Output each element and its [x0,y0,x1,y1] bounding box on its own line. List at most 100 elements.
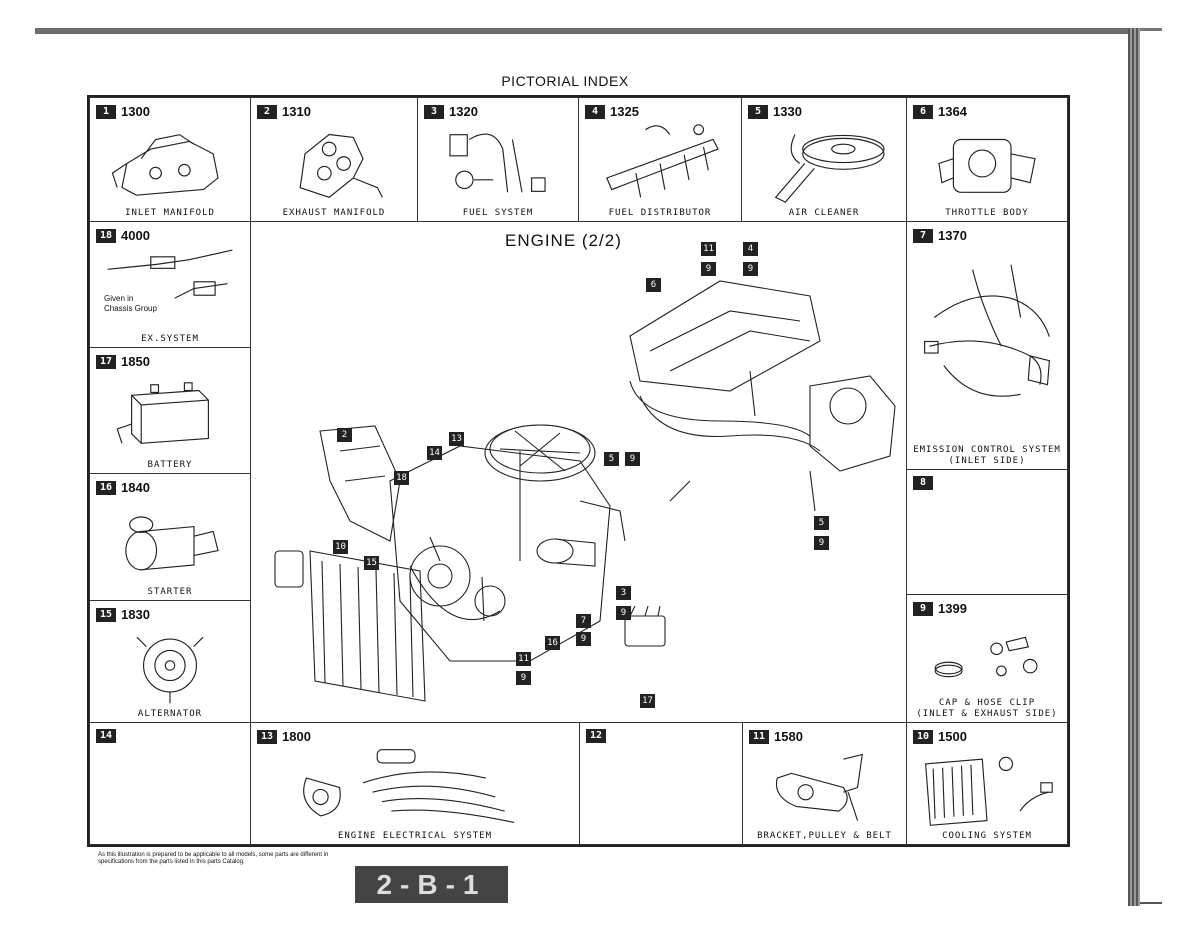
engine-panel: ENGINE (2/2) [250,221,907,723]
callout-badge: 2 [337,428,352,442]
part-code: 1580 [774,729,803,744]
cell-fuel-distributor[interactable]: 4 1325 FUEL DISTRIBUTOR [578,97,742,222]
part-code: 1370 [938,228,967,243]
cell-badge: 5 [748,104,768,119]
footnote: As this illustration is prepared to be a… [98,852,329,865]
cell-badge: 11 [749,729,769,744]
cell-inlet-manifold[interactable]: 1 1300 INLET MANIFOLD [89,97,251,222]
throttle-body-drawing [915,120,1059,207]
cell-caption: INLET MANIFOLD [125,208,215,218]
part-code: 1500 [938,729,967,744]
callout-badge: 9 [516,671,531,685]
cell-12[interactable]: 12 [579,722,743,845]
cell-caption: CAP & HOSE CLIP (INLET & EXHAUST SIDE) [916,698,1058,719]
part-code: 1325 [610,104,639,119]
callout-badge: 13 [449,432,464,446]
cell-badge: 6 [913,104,933,119]
callout-badge: 16 [545,636,560,650]
part-code: 1850 [121,354,150,369]
callout-badge: 9 [625,452,640,466]
callout-badge: 11 [701,242,716,256]
cell-engine-electrical[interactable]: 13 1800 ENGINE ELECTRICAL SYSTEM [250,722,580,845]
callout-badge: 5 [604,452,619,466]
part-code: 1320 [449,104,478,119]
part-code: 1800 [282,729,311,744]
cell-caption: BRACKET,PULLEY & BELT [757,831,892,841]
cell-caption: ALTERNATOR [137,709,203,719]
cell-caption: STARTER [147,587,193,597]
cell-battery[interactable]: 17 1850 BATTERY [89,347,251,474]
callout-badge: 7 [576,614,591,628]
cell-badge: 3 [424,104,444,119]
part-code: 1399 [938,601,967,616]
cell-8[interactable]: 8 [906,469,1068,595]
starter-drawing [98,496,242,586]
cell-caption: EMISSION CONTROL SYSTEM (INLET SIDE) [913,445,1061,466]
cell-caption: FUEL DISTRIBUTOR [608,208,712,218]
cell-caption: COOLING SYSTEM [942,831,1032,841]
engine-panel-title: ENGINE (2/2) [505,231,622,250]
part-code: 1364 [938,104,967,119]
cooling-system-drawing [915,745,1059,830]
engine-assembly-drawing [274,280,896,702]
page-code: 2-B-1 [355,866,508,903]
cell-caption: EXHAUST MANIFOLD [282,208,386,218]
cell-caption: BATTERY [147,460,193,470]
cell-alternator[interactable]: 15 1830 ALTERNATOR [89,600,251,723]
emission-control-drawing [915,244,1059,439]
callout-badge: 9 [701,262,716,276]
top-scan-border [35,28,1140,34]
callout-badge: 9 [576,632,591,646]
air-cleaner-drawing [750,120,898,207]
callout-badge: 9 [814,536,829,550]
callout-badge: 17 [640,694,655,708]
cell-badge: 18 [96,228,116,243]
cell-badge: 1 [96,104,116,119]
callout-badge: 9 [743,262,758,276]
cell-badge: 8 [913,476,933,490]
cell-caption: EX.SYSTEM [141,334,199,344]
callout-badge: 4 [743,242,758,256]
cell-throttle-body[interactable]: 6 1364 THROTTLE BODY [906,97,1068,222]
exhaust-manifold-drawing [259,120,409,207]
callout-badge: 5 [814,516,829,530]
callout-badge: 11 [516,652,531,666]
right-binding-strip [1128,28,1140,906]
callout-badge: 14 [427,446,442,460]
fuel-system-drawing [426,120,570,207]
part-code: 1840 [121,480,150,495]
cell-bracket-pulley-belt[interactable]: 11 1580 BRACKET,PULLEY & BELT [742,722,907,845]
callout-badge: 9 [616,606,631,620]
cell-badge: 15 [96,607,116,622]
cell-14[interactable]: 14 [89,722,251,845]
part-code: 4000 [121,228,150,243]
right-bottom-tick [1140,902,1162,904]
cell-emission-control[interactable]: 7 1370 EMISSION CONTROL SYSTEM (INLET SID… [906,221,1068,470]
ex-system-drawing [98,244,242,333]
cell-caption: ENGINE ELECTRICAL SYSTEM [337,831,493,841]
right-top-tick [1140,28,1162,31]
cell-caption: AIR CLEANER [788,208,860,218]
cell-badge: 13 [257,729,277,744]
callout-badge: 18 [394,471,409,485]
cell-badge: 12 [586,729,606,743]
alternator-drawing [98,623,242,708]
cell-badge: 7 [913,228,933,243]
part-code: 1830 [121,607,150,622]
cell-badge: 14 [96,729,116,743]
cell-badge: 17 [96,354,116,369]
hose-clip-drawing [915,617,1059,696]
cell-badge: 10 [913,729,933,744]
part-code: 1300 [121,104,150,119]
cell-badge: 4 [585,104,605,119]
callout-badge: 6 [646,278,661,292]
cell-cooling-system[interactable]: 10 1500 COOLING SYSTEM [906,722,1068,845]
cell-caption: THROTTLE BODY [945,208,1029,218]
